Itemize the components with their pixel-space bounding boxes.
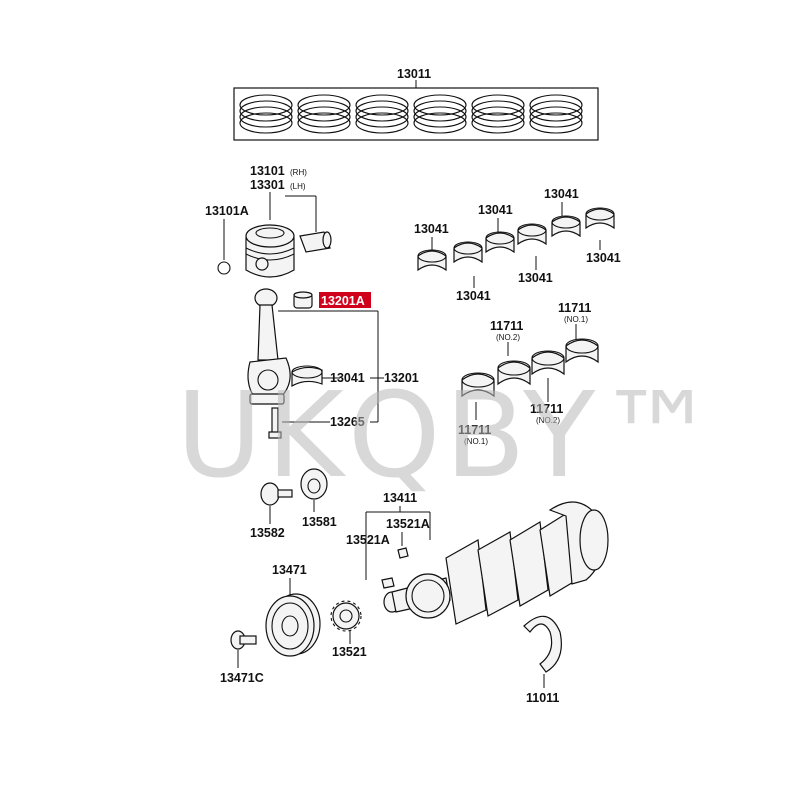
snap-ring <box>217 261 231 275</box>
label-13301: 13301 <box>250 178 285 192</box>
label-13041-e: 13041 <box>518 271 553 285</box>
thrust-washer-group: 11011 <box>523 615 562 705</box>
crankshaft <box>383 501 609 625</box>
small-parts: 13582 13581 <box>250 468 337 540</box>
label-13041-b: 13041 <box>478 203 513 217</box>
label-13101a: 13101A <box>205 204 249 218</box>
label-11011: 11011 <box>526 691 559 705</box>
pulley-group: 13471 13471C <box>220 563 321 685</box>
label-13411: 13411 <box>383 491 417 505</box>
con-rod-bolt <box>268 407 282 439</box>
con-rod-bushing <box>293 291 313 309</box>
label-11711-top-right: 11711 <box>558 301 591 315</box>
main-bearing-shells <box>417 207 615 272</box>
bolt-13581 <box>300 468 328 500</box>
label-no1-bottom: (NO.1) <box>464 437 488 446</box>
highlight-13201a <box>319 292 371 308</box>
label-13521: 13521 <box>332 645 367 659</box>
label-no1-top: (NO.1) <box>564 315 588 324</box>
ring-stacks <box>239 94 583 134</box>
timing-gear <box>330 600 362 632</box>
pulley-bolt <box>230 630 257 650</box>
label-13041-f: 13041 <box>456 289 491 303</box>
label-13201a: 13201A <box>321 294 365 308</box>
piston-ring-set: 13011 <box>233 67 599 141</box>
label-no2-top: (NO.2) <box>496 333 520 342</box>
label-11711-bottom-right: 11711 <box>530 402 563 416</box>
label-rh-note: (RH) <box>290 168 307 177</box>
label-13101: 13101 <box>250 164 285 178</box>
rod-bearing <box>291 365 323 388</box>
label-13011: 13011 <box>397 67 431 81</box>
label-13521a-left: 13521A <box>346 533 390 547</box>
crankshaft-group: 13411 13521A 13521A <box>346 491 609 625</box>
label-13041-rod: 13041 <box>330 371 365 385</box>
label-11711-bottom-left: 11711 <box>458 423 491 437</box>
washer-13582 <box>260 482 293 506</box>
label-lh-note: (LH) <box>290 182 306 191</box>
label-13041-c: 13041 <box>544 187 579 201</box>
watermark: UKQBY™ <box>176 366 721 504</box>
label-13471c: 13471C <box>220 671 264 685</box>
main-bearings: 13041 13041 13041 13041 13041 13041 <box>414 187 621 303</box>
key-left <box>381 577 395 589</box>
connecting-rod-group: 13201A 13041 13201 13265 <box>247 288 419 439</box>
piston-pin <box>299 231 332 253</box>
label-13041-a: 13041 <box>414 222 449 236</box>
label-13201: 13201 <box>384 371 419 385</box>
label-13521a-right: 13521A <box>386 517 430 531</box>
thrust-bearing-shells <box>461 338 599 398</box>
key-right <box>397 547 409 559</box>
label-11711-top-left: 11711 <box>490 319 523 333</box>
label-13041-d: 13041 <box>586 251 621 265</box>
timing-gear-group: 13521 <box>330 600 367 659</box>
label-13582: 13582 <box>250 526 285 540</box>
label-13581: 13581 <box>302 515 337 529</box>
piston <box>245 224 295 278</box>
thrust-washer <box>523 615 562 673</box>
label-13471: 13471 <box>272 563 307 577</box>
label-13265: 13265 <box>330 415 365 429</box>
piston-group: 13101 (RH) 13301 (LH) 13101A <box>205 164 332 278</box>
label-no2-bottom: (NO.2) <box>536 416 560 425</box>
crank-pulley <box>265 593 321 657</box>
connecting-rod <box>247 288 291 405</box>
thrust-bearings: 11711 (NO.2) 11711 (NO.1) 11711 (NO.1) 1… <box>458 301 599 446</box>
